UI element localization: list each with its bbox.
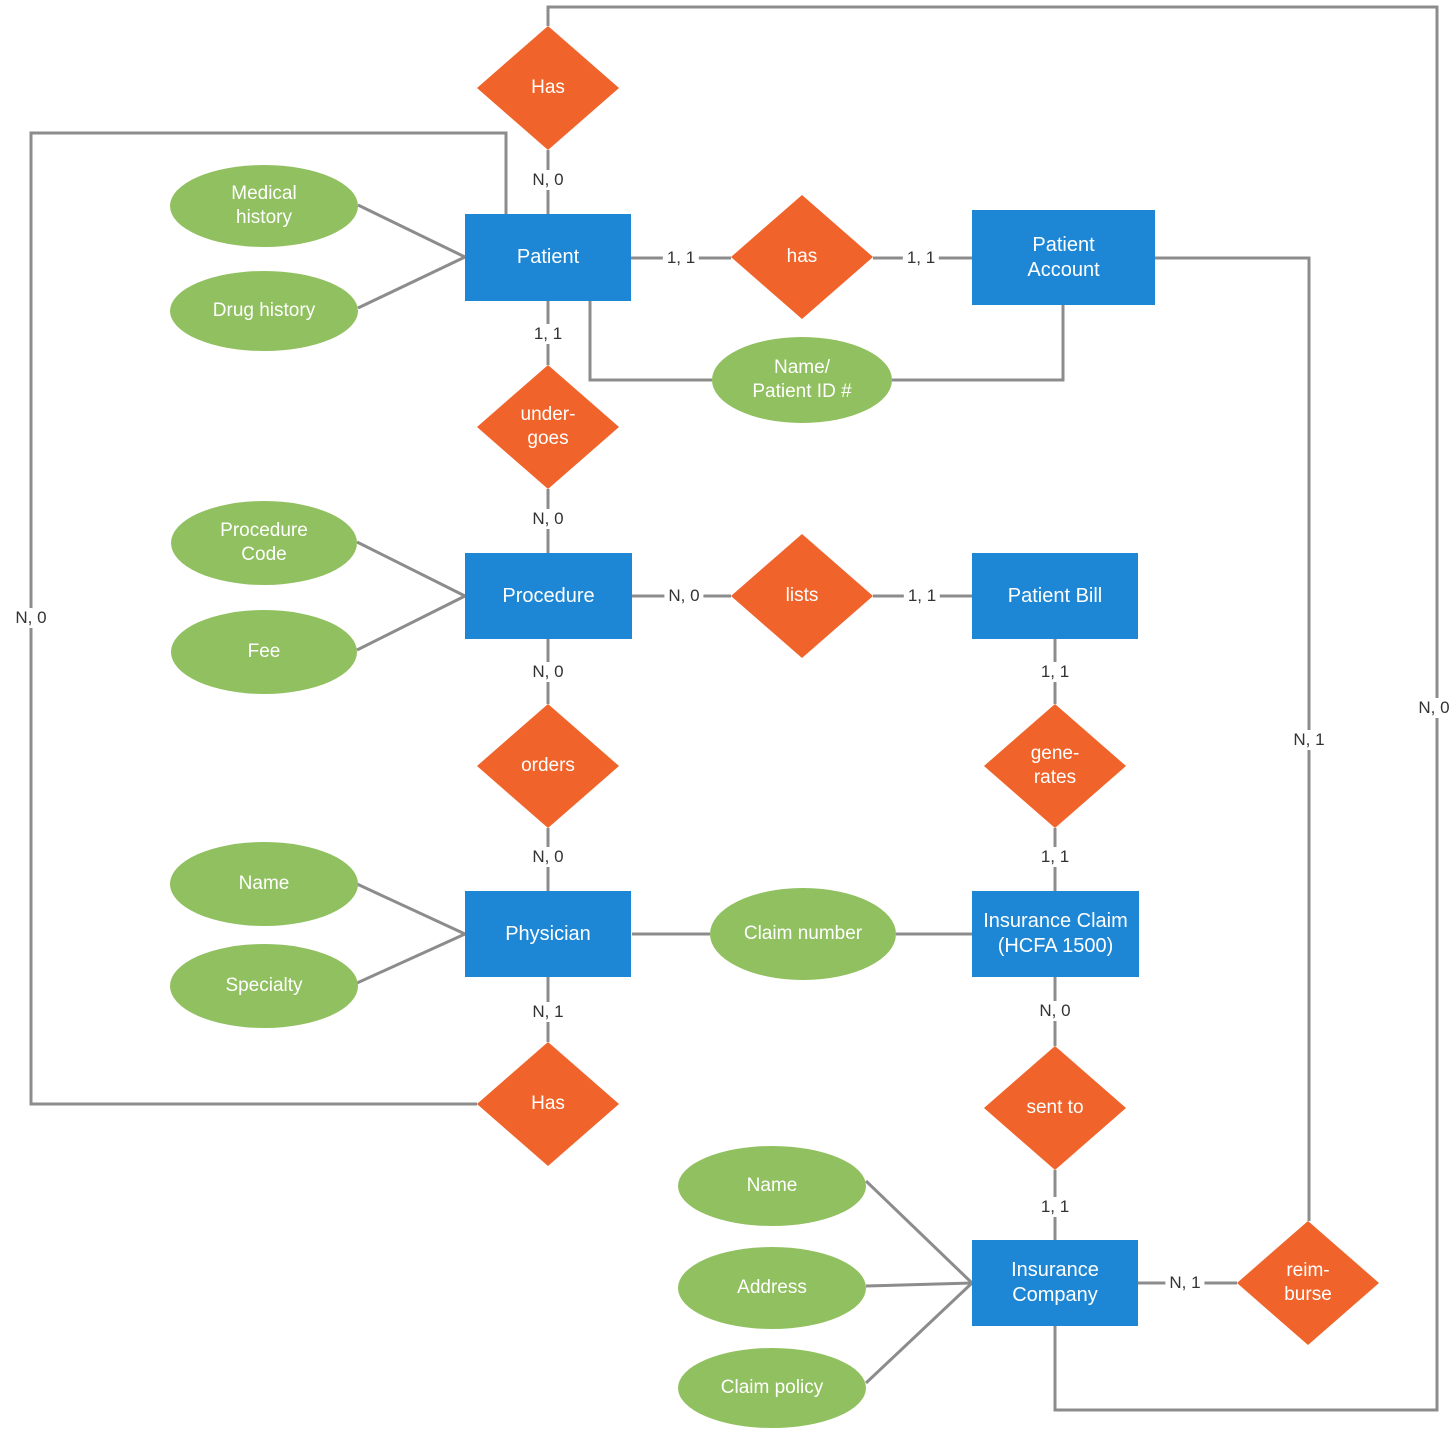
edge-patient-account--name-patient-id xyxy=(892,305,1065,382)
entity-patient-bill-label: Patient Bill xyxy=(1007,584,1103,607)
attribute-claim-number[interactable]: Claim number xyxy=(710,888,896,980)
relationship-orders-label: orders xyxy=(521,755,575,777)
attribute-fee[interactable]: Fee xyxy=(171,610,357,694)
entity-patient-account-label: Patient Account xyxy=(1027,233,1100,281)
relationship-generates-label: gene- rates xyxy=(1030,743,1080,788)
attribute-drug-history-label: Drug history xyxy=(212,300,316,322)
cardinality-label: N, 0 xyxy=(528,170,568,190)
attribute-procedure-code[interactable]: Procedure Code xyxy=(171,501,357,585)
attribute-company-name-label: Name xyxy=(746,1175,798,1197)
cardinality-label: 1, 1 xyxy=(1036,1197,1074,1217)
edge-fee--procedure xyxy=(356,594,466,652)
attribute-medical-history-label: Medical history xyxy=(231,183,297,228)
edge-medical-history--patient xyxy=(357,203,466,259)
cardinality-label: 1, 1 xyxy=(903,586,941,606)
cardinality-label: N, 1 xyxy=(528,1002,568,1022)
cardinality-label: N, 0 xyxy=(528,847,568,867)
relationship-sent-to-label: sent to xyxy=(1026,1097,1084,1119)
edge-has-bottom--patient xyxy=(29,131,508,1106)
relationship-has-top-label: Has xyxy=(531,77,565,99)
entity-procedure[interactable]: Procedure xyxy=(465,553,632,639)
cardinality-label: N, 1 xyxy=(1289,730,1329,750)
entity-insurance-company-label: Insurance Company xyxy=(1011,1259,1099,1306)
cardinality-label: N, 1 xyxy=(1165,1273,1205,1293)
attribute-claim-number-label: Claim number xyxy=(743,923,863,945)
edge-company-name--insurance-company xyxy=(864,1179,974,1285)
entity-physician-label: Physician xyxy=(505,922,591,945)
cardinality-label: N, 0 xyxy=(528,509,568,529)
entity-procedure-label: Procedure xyxy=(502,584,595,607)
entity-insurance-claim-label: Insurance Claim (HCFA 1500) xyxy=(983,910,1128,957)
entity-patient-bill[interactable]: Patient Bill xyxy=(972,553,1138,639)
attribute-company-name[interactable]: Name xyxy=(678,1146,866,1226)
edge-address--insurance-company xyxy=(865,1281,973,1288)
entity-insurance-company[interactable]: Insurance Company xyxy=(972,1240,1138,1326)
entity-insurance-claim[interactable]: Insurance Claim (HCFA 1500) xyxy=(972,891,1139,977)
attribute-claim-policy-label: Claim policy xyxy=(720,1377,824,1399)
edge-patient--name-patient-id xyxy=(588,301,712,382)
attribute-procedure-code-label: Procedure Code xyxy=(220,520,308,565)
cardinality-label: 1, 1 xyxy=(529,324,567,344)
relationship-reimburse-label: reim- burse xyxy=(1284,1260,1332,1305)
cardinality-label: N, 0 xyxy=(1035,1001,1075,1021)
attribute-specialty[interactable]: Specialty xyxy=(170,944,358,1028)
cardinality-label: N, 0 xyxy=(11,608,51,628)
cardinality-label: N, 0 xyxy=(664,586,704,606)
attribute-physician-name[interactable]: Name xyxy=(170,842,358,926)
attribute-claim-policy[interactable]: Claim policy xyxy=(678,1348,866,1428)
edge-procedure-code--procedure xyxy=(356,540,466,598)
attribute-address[interactable]: Address xyxy=(678,1247,866,1329)
cardinality-label: 1, 1 xyxy=(902,248,940,268)
cardinality-label: 1, 1 xyxy=(662,248,700,268)
attribute-name-patient-id-label: Name/ Patient ID # xyxy=(752,357,852,402)
edge-specialty--physician xyxy=(356,932,466,985)
entity-patient[interactable]: Patient xyxy=(465,214,631,301)
edge-physician-name--physician xyxy=(356,882,466,936)
attribute-physician-name-label: Name xyxy=(238,873,290,895)
attribute-fee-label: Fee xyxy=(247,641,281,663)
cardinality-label: 1, 1 xyxy=(1036,662,1074,682)
edge-patient-account--reimburse xyxy=(1155,256,1311,1221)
relationship-has-bottom-label: Has xyxy=(531,1093,565,1115)
cardinality-label: N, 0 xyxy=(1414,698,1450,718)
edge-claim-policy--insurance-company xyxy=(864,1281,974,1385)
entity-patient-account[interactable]: Patient Account xyxy=(972,210,1155,305)
attribute-medical-history[interactable]: Medical history xyxy=(170,165,358,247)
attribute-address-label: Address xyxy=(737,1277,807,1299)
cardinality-label: 1, 1 xyxy=(1036,847,1074,867)
relationship-has-label: has xyxy=(786,246,818,268)
entity-physician[interactable]: Physician xyxy=(465,891,631,977)
entity-patient-label: Patient xyxy=(516,246,580,268)
relationship-undergoes-label: under- goes xyxy=(520,404,576,449)
attribute-drug-history[interactable]: Drug history xyxy=(170,271,358,351)
edge-drug-history--patient xyxy=(357,255,466,310)
relationship-lists-label: lists xyxy=(785,585,819,607)
attribute-specialty-label: Specialty xyxy=(225,975,303,997)
attribute-name-patient-id[interactable]: Name/ Patient ID # xyxy=(712,337,892,423)
cardinality-label: N, 0 xyxy=(528,662,568,682)
